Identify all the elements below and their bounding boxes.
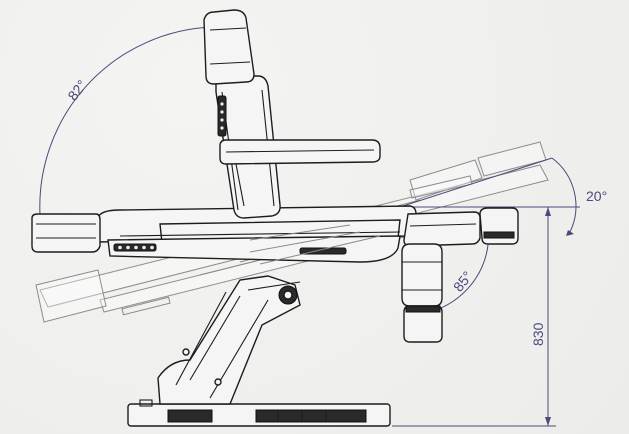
chair-armrest — [219, 139, 381, 207]
ghost-buttons — [121, 296, 171, 316]
tilt-angle-label: 20° — [586, 188, 607, 204]
chair-foot-end — [403, 207, 519, 247]
ghost-backrest — [409, 159, 483, 201]
backrest-buttons — [217, 95, 227, 137]
tilt-arrow — [566, 230, 574, 236]
backrest-angle-label: 82° — [64, 77, 90, 104]
height-dimension: 830 — [392, 206, 556, 427]
ghost-head-end — [35, 269, 107, 323]
chair-pedestal — [157, 275, 301, 405]
height-label: 830 — [530, 322, 546, 346]
backrest-angle-arc — [39, 26, 213, 216]
side-control-buttons — [113, 243, 347, 255]
chair-headrest — [203, 9, 255, 85]
leg-angle-label: 85° — [450, 268, 476, 295]
chair-base — [127, 399, 391, 427]
solid-chair — [31, 9, 519, 427]
chair-head-end — [31, 213, 101, 253]
chair-leg-section — [401, 243, 443, 343]
tilt-angle-arc — [551, 157, 577, 233]
chair-body — [97, 205, 417, 265]
